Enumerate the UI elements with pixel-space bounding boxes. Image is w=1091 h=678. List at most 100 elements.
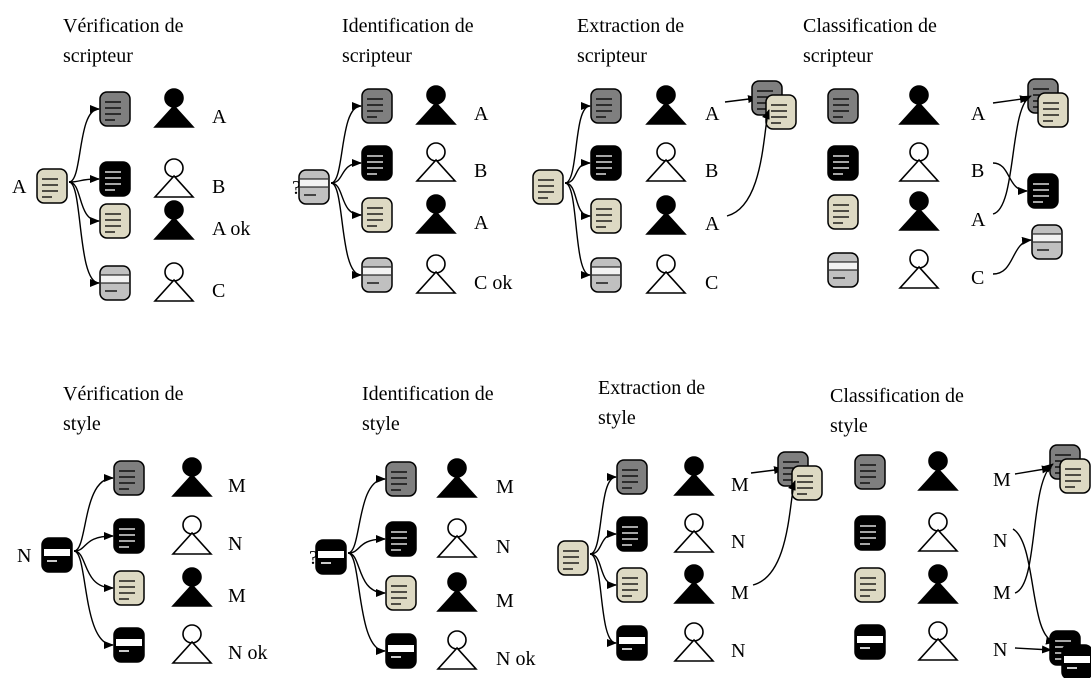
query-document-icon <box>36 168 68 204</box>
row-label: M <box>228 585 246 607</box>
result-row: M <box>385 572 514 612</box>
group-document-icon <box>1031 224 1063 260</box>
connector-arrow <box>330 182 362 279</box>
document-icon-beige <box>361 197 393 233</box>
result-row: M <box>385 458 514 498</box>
query: N <box>17 474 114 649</box>
panel-title-line2: scripteur <box>803 45 873 67</box>
connector-arrow <box>330 182 362 219</box>
connector-arrow <box>589 553 617 647</box>
document-icon-band <box>854 624 886 660</box>
group-document-icon <box>1059 458 1091 494</box>
query: ? <box>292 102 362 279</box>
result-row: N <box>616 513 745 553</box>
panel-title-line1: Vérification de <box>63 383 184 405</box>
row-label: M <box>228 475 246 497</box>
result-row: B <box>590 142 718 182</box>
row-label: M <box>731 582 749 604</box>
stack-document-icon <box>765 94 797 130</box>
result-row: M <box>616 564 749 604</box>
stack-document-icon <box>791 465 823 501</box>
person-outline-icon <box>153 158 195 198</box>
connector-arrow <box>330 102 362 184</box>
connector-arrow <box>68 181 100 287</box>
document-icon-black <box>616 516 648 552</box>
person-filled-icon <box>153 88 195 128</box>
panel-title-line2: style <box>830 415 868 437</box>
panel-title-line2: scripteur <box>577 45 647 67</box>
panel-title-line2: style <box>598 407 636 429</box>
document-icon-band <box>616 625 648 661</box>
panel-title-line1: Identification de <box>342 15 474 37</box>
query: ? <box>309 475 386 655</box>
class-groups <box>1012 444 1091 678</box>
person-outline-icon <box>917 512 959 552</box>
row-label: N <box>993 530 1007 552</box>
result-row: N <box>113 515 242 555</box>
result-row: B <box>99 158 225 198</box>
group-document-icon <box>1037 92 1069 128</box>
result-row: M <box>616 456 749 496</box>
panel-title-line2: style <box>63 413 101 435</box>
connector-arrow <box>347 475 386 554</box>
connector-arrow <box>73 532 114 552</box>
query-document-icon <box>532 169 564 205</box>
document-icon-dark <box>385 461 417 497</box>
person-outline-icon <box>436 518 478 558</box>
connector-arrow <box>1014 463 1054 594</box>
result-row: M <box>113 457 246 497</box>
document-icon-dark <box>113 460 145 496</box>
person-filled-icon <box>153 200 195 240</box>
document-icon-dark <box>616 459 648 495</box>
connector-arrow <box>68 105 100 183</box>
row-label: A <box>971 209 986 231</box>
document-icon-black <box>361 145 393 181</box>
panel-title-line2: scripteur <box>63 45 133 67</box>
document-icon-beige <box>827 194 859 230</box>
result-row: A <box>361 85 489 125</box>
document-icon-black <box>99 161 131 197</box>
result-row: A <box>827 85 986 125</box>
person-outline-icon <box>898 142 940 182</box>
class-groups <box>992 78 1069 275</box>
result-row: N <box>854 512 1007 552</box>
person-filled-icon <box>645 195 687 235</box>
row-label: B <box>212 176 225 198</box>
row-label: A ok <box>212 218 250 240</box>
connector-arrow <box>73 550 114 592</box>
connector-arrow <box>992 95 1032 215</box>
panel-title-line2: scripteur <box>342 45 412 67</box>
document-icon-light <box>590 257 622 293</box>
person-filled-icon <box>898 191 940 231</box>
row-label: C <box>971 267 984 289</box>
document-icon-beige <box>616 567 648 603</box>
person-outline-icon <box>436 630 478 670</box>
result-row: N <box>616 622 745 662</box>
result-row: N ok <box>113 624 267 664</box>
person-outline-icon <box>673 513 715 553</box>
person-outline-icon <box>645 254 687 294</box>
document-icon-dark <box>854 454 886 490</box>
row-label: M <box>993 469 1011 491</box>
query-label: ? <box>309 547 318 569</box>
connector-arrow <box>589 473 617 555</box>
connector-arrow <box>330 159 362 184</box>
result-row: C <box>827 249 984 289</box>
connector-arrow <box>1014 645 1052 654</box>
result-row: A <box>361 194 489 234</box>
result-row: A <box>99 88 227 128</box>
person-outline-icon <box>917 621 959 661</box>
connector-arrow <box>564 182 591 279</box>
connector-arrow <box>68 181 100 225</box>
document-icon-light <box>99 265 131 301</box>
query-document-icon <box>315 539 347 575</box>
connector-arrow <box>564 102 591 184</box>
row-label: M <box>731 474 749 496</box>
document-icon-black <box>590 145 622 181</box>
extracted-stack <box>724 80 797 217</box>
row-label: N ok <box>228 642 267 664</box>
person-filled-icon <box>898 85 940 125</box>
